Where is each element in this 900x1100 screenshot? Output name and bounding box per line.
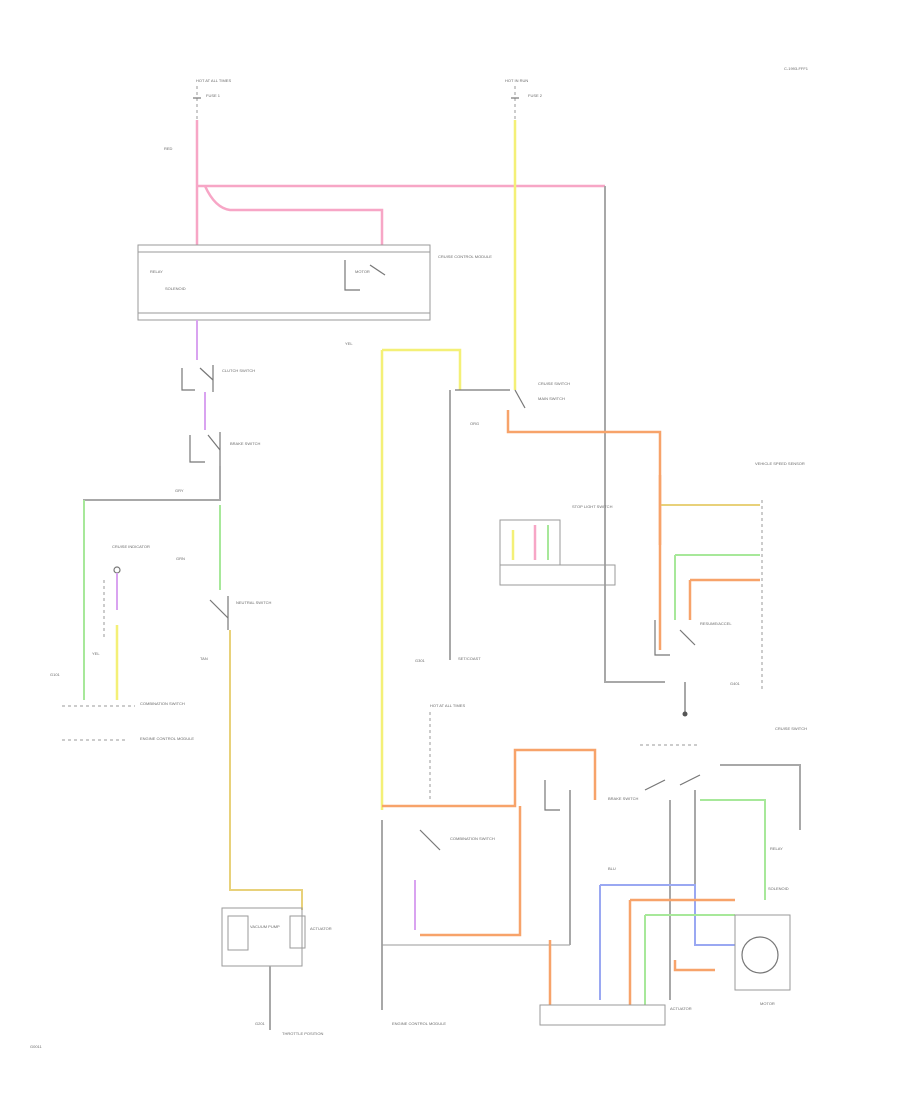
fuse-center: HOT IN RUN FUSE 2: [505, 78, 543, 120]
cruise-main-switch: CRUISE SWITCH MAIN SWITCH: [455, 381, 570, 409]
vss-label: VEHICLE SPEED SENSOR: [755, 461, 805, 466]
ground-4-label: G401: [730, 681, 741, 686]
right-brake-label: BRAKE SWITCH: [608, 796, 639, 801]
resume-accel-label: RESUME/ACCEL: [700, 621, 732, 626]
neutral-switch-label: NEUTRAL SWITCH: [236, 600, 272, 605]
cruise-indicator-left: CRUISE INDICATOR YEL: [92, 544, 150, 700]
gray-wire-label: GRY: [175, 488, 184, 493]
orange-wire-label: ORG: [470, 421, 479, 426]
clutch-switch-label: CLUTCH SWITCH: [222, 368, 255, 373]
ccm-solenoid-label: SOLENOID: [165, 286, 186, 291]
set-coast-label: SET/COAST: [458, 656, 481, 661]
hot-at-all-times-label: HOT AT ALL TIMES: [196, 78, 231, 83]
green-wire-label: GRN: [176, 556, 185, 561]
left-bottom-connector: COMBINATION SWITCH ENGINE CONTROL MODULE…: [50, 672, 194, 741]
motor-label: MOTOR: [760, 1001, 775, 1006]
yellow-wire-label: YEL: [92, 651, 100, 656]
vacuum-pump-label: VACUUM PUMP: [250, 924, 280, 929]
right-upper-section: VEHICLE SPEED SENSOR RESUME/ACCEL G401: [654, 461, 805, 717]
blue-wire-label: BLU: [608, 866, 616, 871]
cruise-switch-label: CRUISE SWITCH: [538, 381, 570, 386]
lower-combination-label: COMBINATION SWITCH: [450, 836, 495, 841]
fuse-a-label: FUSE 1: [206, 93, 221, 98]
cruise-indicator-label: CRUISE INDICATOR: [112, 544, 150, 549]
wire-label: RED: [164, 146, 173, 151]
lower-hot-label: HOT AT ALL TIMES: [430, 703, 465, 708]
tan-wire-label: TAN: [200, 656, 208, 661]
ccm-label: CRUISE CONTROL MODULE: [438, 254, 492, 259]
left-gray-bus: GRY: [83, 466, 221, 700]
ground-1-label: G101: [50, 672, 61, 677]
ground-2-label: G201: [255, 1021, 266, 1026]
footer-code: G0011: [30, 1044, 42, 1049]
bottom-actuator-label: ACTUATOR: [670, 1006, 692, 1011]
lower-engine-control-label: ENGINE CONTROL MODULE: [392, 1021, 446, 1026]
center-lower-section: HOT AT ALL TIMES ENGINE CONTROL MODULE C…: [381, 703, 597, 1026]
engine-control-label: ENGINE CONTROL MODULE: [140, 736, 194, 741]
clutch-switch: CLUTCH SWITCH: [181, 365, 255, 392]
actuator-label: ACTUATOR: [310, 926, 332, 931]
stop-light-switch-box: STOP LIGHT SWITCH: [499, 504, 616, 586]
main-switch-label: MAIN SWITCH: [538, 396, 565, 401]
vacuum-pump: VACUUM PUMP ACTUATOR G201 THROTTLE POSIT…: [221, 907, 332, 1036]
fuse-left: HOT AT ALL TIMES FUSE 1 RED: [164, 78, 231, 151]
brake-switch: BRAKE SWITCH: [189, 432, 261, 466]
combination-switch-label: COMBINATION SWITCH: [140, 701, 185, 706]
neutral-switch: NEUTRAL SWITCH GRN: [176, 556, 272, 630]
hot-in-run-label: HOT IN RUN: [505, 78, 528, 83]
throttle-position-label: THROTTLE POSITION: [282, 1031, 323, 1036]
cruise-control-module: CRUISE CONTROL MODULE RELAY SOLENOID MOT…: [137, 244, 492, 321]
ccm-motor-label: MOTOR: [355, 269, 370, 274]
ground-3-label: G301: [415, 658, 426, 663]
right-cruise-switch-label: CRUISE SWITCH: [775, 726, 807, 731]
fuse-b-label: FUSE 2: [528, 93, 543, 98]
brake-switch-label: BRAKE SWITCH: [230, 441, 261, 446]
stop-light-switch-label: STOP LIGHT SWITCH: [572, 504, 613, 509]
center-yellow-label: YEL: [345, 341, 353, 346]
ccm-relay-label: RELAY: [150, 269, 163, 274]
bottom-right-section: MOTOR ACTUATOR CRUISE SWITCH RELAY SOLEN…: [539, 726, 807, 1026]
center-yellow-wires: YEL: [345, 120, 517, 810]
header-code: C-1993-FFF1: [784, 66, 809, 71]
right-solenoid-label: SOLENOID: [768, 886, 789, 891]
red-power-wires: [195, 120, 665, 683]
right-relay-label: RELAY: [770, 846, 783, 851]
